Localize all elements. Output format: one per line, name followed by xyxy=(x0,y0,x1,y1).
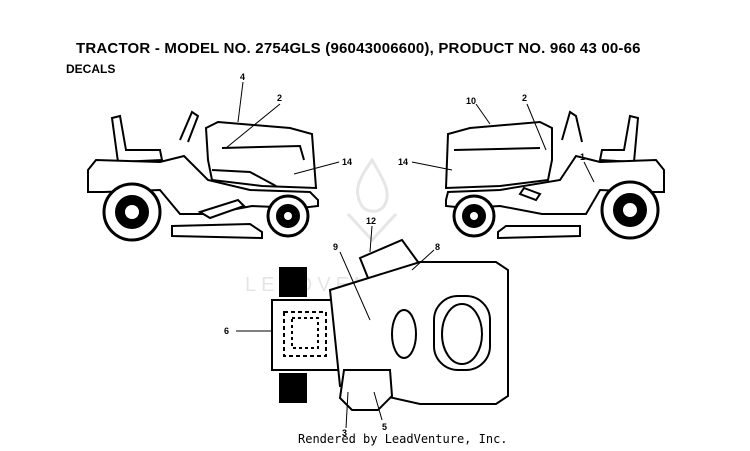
left-view-callouts: 4 2 14 xyxy=(240,72,352,167)
callout-12-top: 12 xyxy=(366,216,376,226)
callout-2-right: 2 xyxy=(522,93,527,103)
callout-5-top: 5 xyxy=(382,422,387,432)
top-view-callouts: 12 8 9 6 3 5 xyxy=(224,216,440,438)
callout-14-left: 14 xyxy=(342,157,352,167)
diagram-title: TRACTOR - MODEL NO. 2754GLS (96043006600… xyxy=(76,40,641,57)
tractor-left-side-view xyxy=(87,110,319,242)
callout-4-left: 4 xyxy=(240,72,245,82)
callout-1-right: 1 xyxy=(580,152,585,162)
callout-6-top: 6 xyxy=(224,326,229,336)
render-credit: Rendered by LeadVenture, Inc. xyxy=(298,432,508,446)
tractor-right-side-view xyxy=(444,110,665,240)
callout-2-left: 2 xyxy=(277,93,282,103)
callout-10-right: 10 xyxy=(466,96,476,106)
callout-14-right: 14 xyxy=(398,157,408,167)
flame-logo-icon xyxy=(346,157,398,243)
right-view-callouts: 10 2 14 1 xyxy=(398,93,585,167)
callout-3-top: 3 xyxy=(342,428,347,438)
callout-leader-lines xyxy=(225,81,595,429)
callout-8-top: 8 xyxy=(435,242,440,252)
callout-9-top: 9 xyxy=(333,242,338,252)
section-label: DECALS xyxy=(66,62,116,76)
tractor-top-view xyxy=(271,238,509,411)
